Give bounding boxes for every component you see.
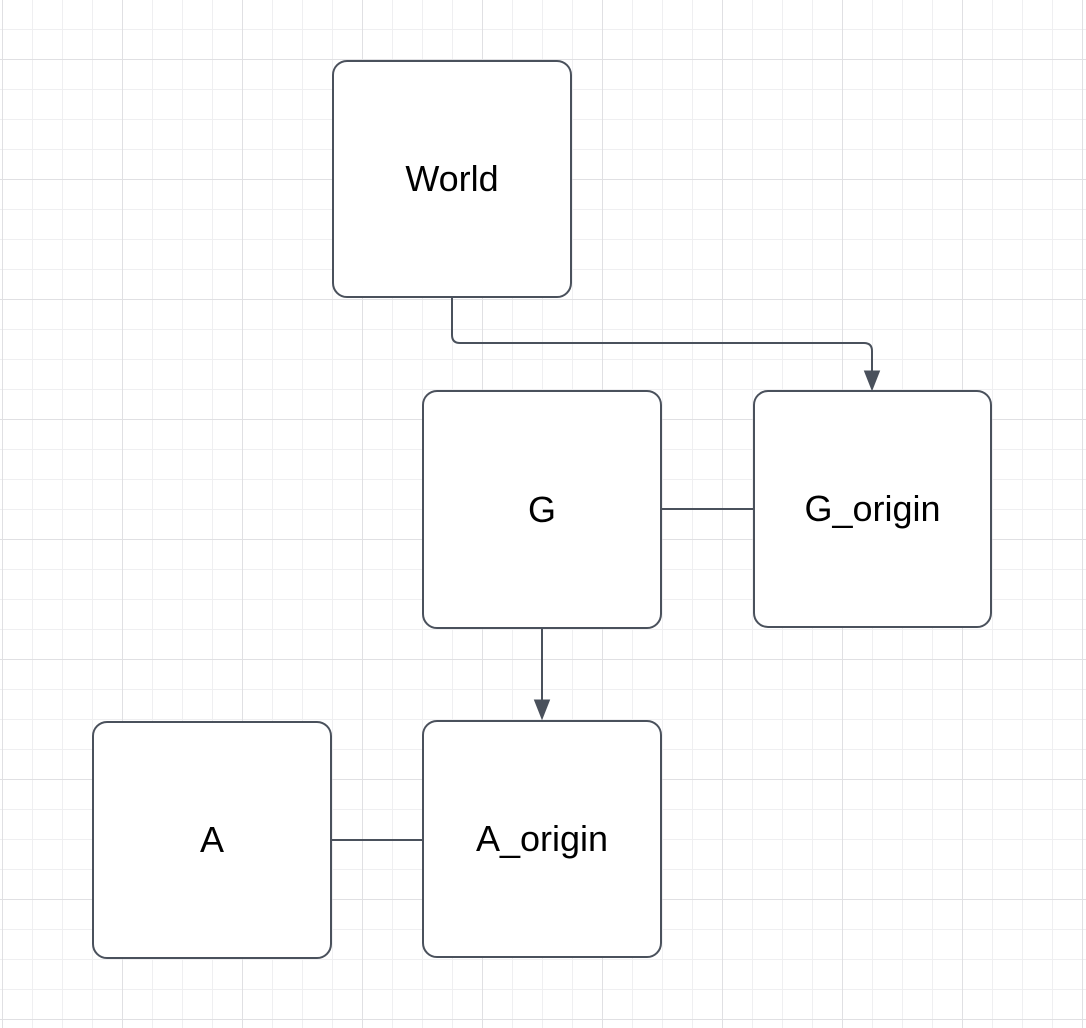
node-a-label: A: [199, 819, 224, 860]
node-world-label: World: [405, 158, 499, 199]
edge-world-to-g-origin[interactable]: [451, 298, 881, 392]
edge-g-to-a-origin[interactable]: [533, 629, 551, 721]
node-g-origin[interactable]: G_origin: [753, 390, 992, 628]
node-g-origin-label: G_origin: [804, 488, 941, 529]
node-a[interactable]: A: [92, 721, 332, 959]
node-g[interactable]: G: [422, 390, 662, 629]
edge-line[interactable]: [451, 298, 873, 373]
arrowhead-icon: [533, 699, 551, 721]
node-world[interactable]: World: [332, 60, 572, 298]
node-a-origin[interactable]: A_origin: [422, 720, 662, 958]
node-a-origin-label: A_origin: [475, 818, 609, 859]
arrowhead-icon: [863, 370, 881, 392]
node-g-label: G: [527, 488, 556, 530]
